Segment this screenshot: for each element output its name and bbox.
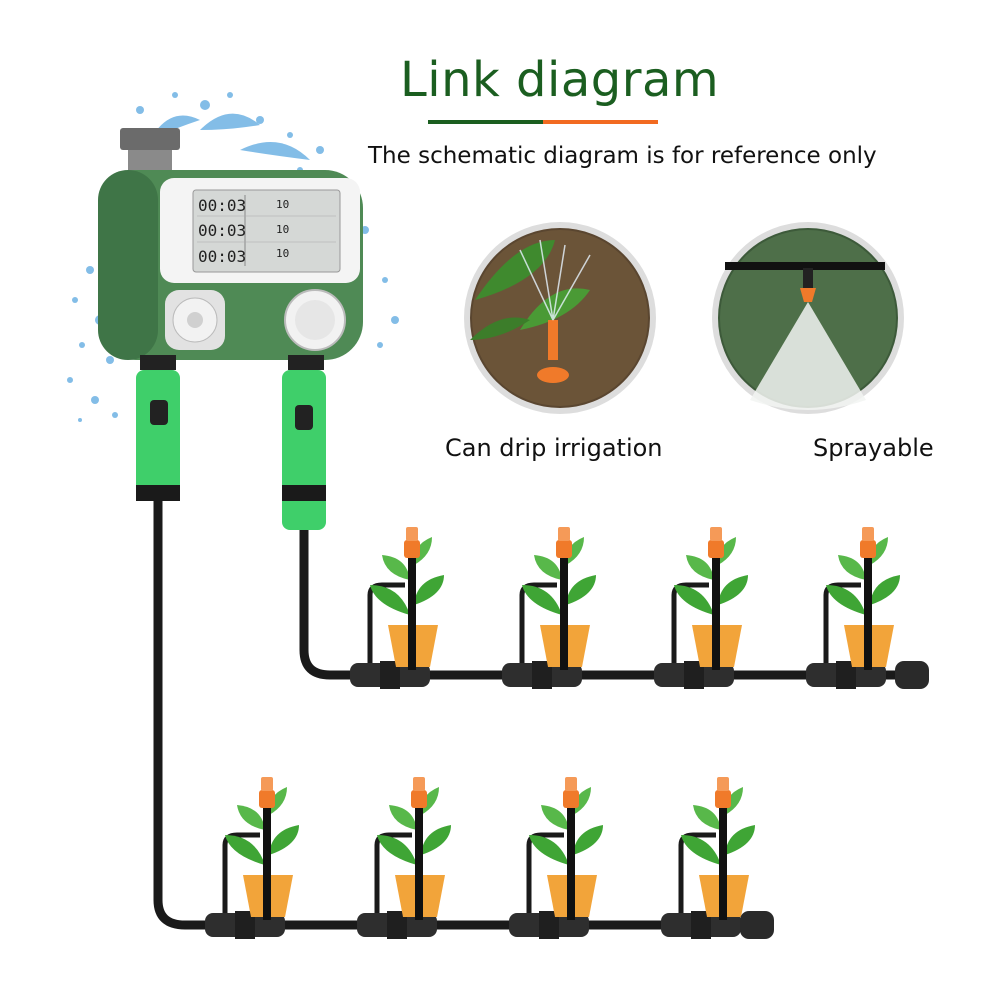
water-timer bbox=[98, 128, 363, 530]
lcd-value-1: 10 bbox=[276, 198, 289, 211]
drip-unit bbox=[661, 777, 755, 939]
end-cap bbox=[895, 661, 929, 689]
caption-drip: Can drip irrigation bbox=[445, 434, 663, 462]
caption-spray: Sprayable bbox=[813, 434, 934, 462]
lcd-time-1: 00:03 bbox=[198, 196, 246, 215]
title-underline-orange bbox=[543, 120, 658, 124]
hose-right bbox=[299, 530, 915, 680]
lcd-value-3: 10 bbox=[276, 247, 289, 260]
drip-unit bbox=[509, 777, 603, 939]
drip-rows bbox=[205, 527, 929, 939]
drip-unit bbox=[350, 527, 444, 689]
hose-left bbox=[153, 500, 760, 930]
drip-unit bbox=[357, 777, 451, 939]
drip-unit bbox=[806, 527, 900, 689]
drip-unit bbox=[502, 527, 596, 689]
lcd-time-3: 00:03 bbox=[198, 247, 246, 266]
connector-left bbox=[136, 370, 180, 500]
connector-right bbox=[282, 370, 326, 530]
timer-lcd bbox=[192, 189, 341, 273]
title-underline-green bbox=[428, 120, 543, 124]
drip-unit bbox=[654, 527, 748, 689]
end-cap bbox=[740, 911, 774, 939]
timer-inlet bbox=[120, 128, 180, 150]
lcd-time-2: 00:03 bbox=[198, 221, 246, 240]
photo-drip-irrigation bbox=[464, 222, 656, 414]
diagram-subtitle: The schematic diagram is for reference o… bbox=[368, 143, 877, 169]
lcd-value-2: 10 bbox=[276, 223, 289, 236]
diagram-title: Link diagram bbox=[400, 52, 720, 108]
drip-unit bbox=[205, 777, 299, 939]
photo-spray bbox=[712, 222, 904, 414]
water-splash bbox=[67, 92, 399, 422]
